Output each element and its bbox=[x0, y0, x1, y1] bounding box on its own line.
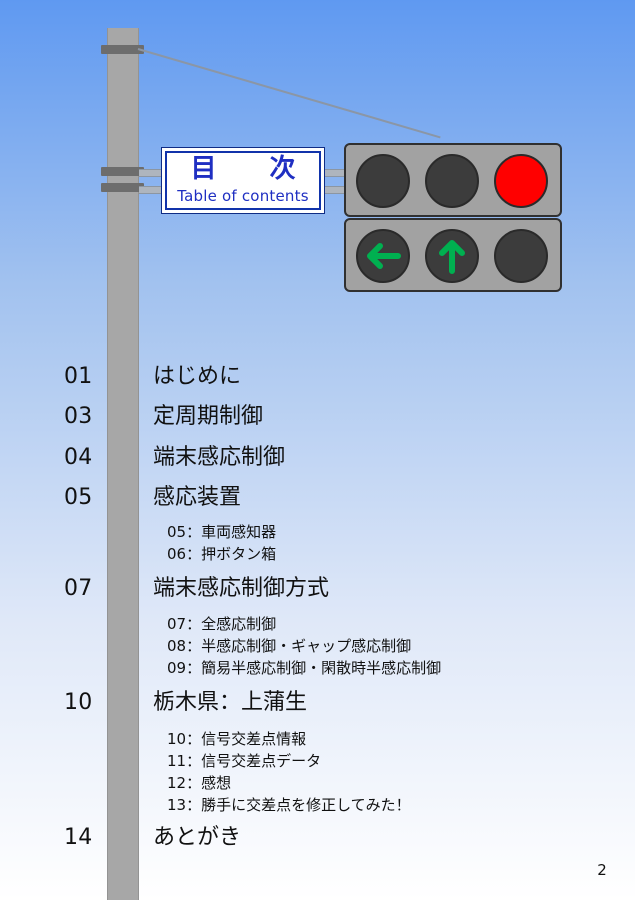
toc-entry[interactable]: 10 栃木県：上蒲生 bbox=[0, 683, 635, 723]
toc-sub-item[interactable]: 12：感想 bbox=[167, 774, 232, 792]
left-arrow-icon bbox=[356, 229, 410, 283]
toc-entry-title: あとがき bbox=[153, 825, 242, 850]
toc-entry[interactable]: 07 端末感応制御方式 bbox=[0, 569, 635, 609]
traffic-signal-arrows bbox=[344, 218, 562, 292]
up-arrow-icon bbox=[425, 229, 479, 283]
toc-entry-title: はじめに bbox=[153, 364, 242, 389]
pole-band-top bbox=[101, 45, 144, 54]
toc-entry-number: 14 bbox=[64, 825, 93, 850]
contents-sign-panel: 目 次 Table of contents bbox=[165, 151, 321, 210]
toc-sub-item[interactable]: 11：信号交差点データ bbox=[167, 752, 322, 770]
toc-sub-item[interactable]: 07：全感応制御 bbox=[167, 615, 277, 633]
toc-entry-number: 10 bbox=[64, 690, 93, 715]
toc-sub-list: 05：車両感知器 06：押ボタン箱 bbox=[167, 521, 597, 565]
toc-entry[interactable]: 14 あとがき bbox=[0, 818, 635, 858]
toc-entry-number: 04 bbox=[64, 445, 93, 470]
toc-sub-list: 10：信号交差点情報 11：信号交差点データ 12：感想 13：勝手に交差点を修… bbox=[167, 728, 597, 816]
toc-sub-item[interactable]: 09：簡易半感応制御・閑散時半感応制御 bbox=[167, 659, 442, 677]
contents-sign-subtitle: Table of contents bbox=[177, 187, 309, 205]
toc-entry-number: 05 bbox=[64, 485, 93, 510]
contents-sign: 目 次 Table of contents bbox=[161, 147, 325, 214]
toc-entry[interactable]: 03 定周期制御 bbox=[0, 397, 635, 437]
toc-sub-item[interactable]: 05：車両感知器 bbox=[167, 523, 277, 541]
toc-entry[interactable]: 05 感応装置 bbox=[0, 478, 635, 518]
toc-sub-item[interactable]: 08：半感応制御・ギャップ感応制御 bbox=[167, 637, 412, 655]
pole-band-mid bbox=[101, 167, 144, 176]
toc-entry[interactable]: 04 端末感応制御 bbox=[0, 438, 635, 478]
toc-entry-number: 07 bbox=[64, 576, 93, 601]
signal-lamp-off-icon bbox=[356, 154, 410, 208]
signal-lamp-off-icon bbox=[494, 229, 548, 283]
contents-sign-title: 目 次 bbox=[190, 154, 318, 184]
page-number: 2 bbox=[597, 861, 607, 879]
toc-sub-item[interactable]: 10：信号交差点情報 bbox=[167, 730, 307, 748]
toc-entry[interactable]: 01 はじめに bbox=[0, 357, 635, 397]
toc-entry-number: 01 bbox=[64, 364, 93, 389]
toc-entry-title: 端末感応制御方式 bbox=[153, 576, 330, 601]
toc-entry-title: 定周期制御 bbox=[153, 404, 264, 429]
toc-entry-title: 感応装置 bbox=[153, 485, 242, 510]
toc-entry-title: 端末感応制御 bbox=[153, 445, 286, 470]
pole-band-lower bbox=[101, 183, 144, 192]
support-wire bbox=[137, 48, 441, 139]
signal-lamp-red-icon bbox=[494, 154, 548, 208]
toc-sub-item[interactable]: 06：押ボタン箱 bbox=[167, 545, 277, 563]
toc-entry-title: 栃木県：上蒲生 bbox=[153, 690, 308, 715]
toc-entry-number: 03 bbox=[64, 404, 93, 429]
traffic-signal-main bbox=[344, 143, 562, 217]
toc-sub-item[interactable]: 13：勝手に交差点を修正してみた！ bbox=[167, 796, 411, 814]
toc-sub-list: 07：全感応制御 08：半感応制御・ギャップ感応制御 09：簡易半感応制御・閑散… bbox=[167, 613, 597, 679]
signal-lamp-off-icon bbox=[425, 154, 479, 208]
